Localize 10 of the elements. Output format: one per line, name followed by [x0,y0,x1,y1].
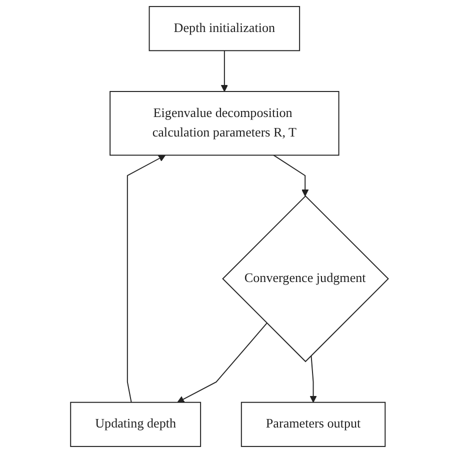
node-diamond: Convergence judgment [222,195,388,362]
node-box: Updating depth [70,402,201,447]
node-box: Eigenvalue decomposition calculation parameters R, T [109,91,339,156]
node-box: Parameters output [240,402,386,447]
arrow [176,322,267,403]
arrow [309,354,316,403]
arrow [126,154,166,403]
arrow [272,154,308,196]
node-box: Depth initialization [148,6,300,52]
arrow [220,50,228,92]
